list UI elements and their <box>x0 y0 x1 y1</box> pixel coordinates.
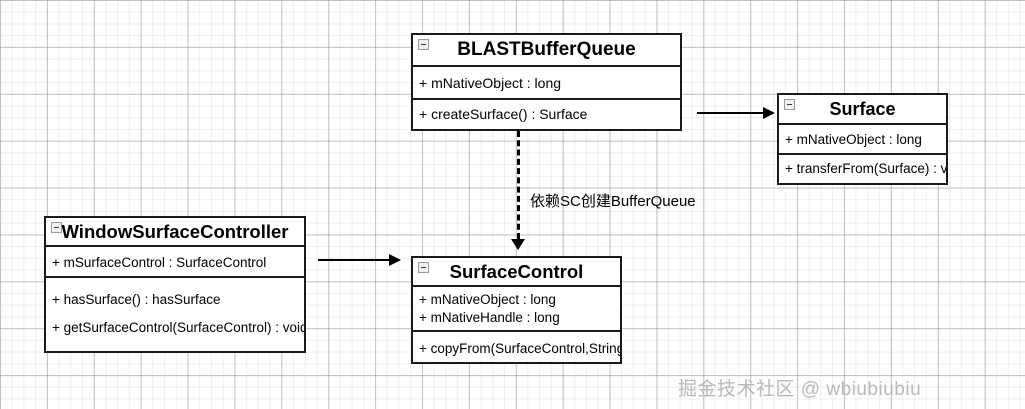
connector-line-dashed <box>517 131 520 239</box>
arrow-head-icon <box>511 239 525 250</box>
class-operation: + createSurface() : Surface <box>419 106 588 122</box>
connector-line <box>318 259 391 261</box>
collapse-minus-icon[interactable] <box>418 262 429 273</box>
arrow-head-icon <box>389 254 401 266</box>
class-header-surface-control: SurfaceControl <box>413 258 620 287</box>
class-operations-window-surface-controller: + hasSurface() : hasSurface + getSurface… <box>46 278 304 351</box>
class-attribute: + mNativeObject : long <box>419 292 556 307</box>
class-attributes-surface: + mNativeObject : long <box>779 125 946 155</box>
class-title: SurfaceControl <box>449 260 584 282</box>
connector-line <box>697 112 765 114</box>
class-attribute: + mNativeHandle : long <box>419 310 560 325</box>
class-attributes-blast-buffer-queue: + mNativeObject : long <box>413 67 680 100</box>
class-attribute: + mNativeObject : long <box>419 75 562 91</box>
class-header-window-surface-controller: WindowSurfaceController <box>46 218 304 247</box>
class-box-window-surface-controller[interactable]: WindowSurfaceController + mSurfaceContro… <box>44 216 306 353</box>
connector-label: 依赖SC创建BufferQueue <box>530 193 696 210</box>
class-header-blast-buffer-queue: BLASTBufferQueue <box>413 35 680 67</box>
class-operation: + hasSurface() : hasSurface <box>52 292 221 307</box>
class-attribute: + mSurfaceControl : SurfaceControl <box>52 255 267 270</box>
class-title: WindowSurfaceController <box>61 220 289 242</box>
class-attributes-surface-control: + mNativeObject : long + mNativeHandle :… <box>413 287 620 332</box>
collapse-minus-icon[interactable] <box>784 99 795 110</box>
class-operation: + getSurfaceControl(SurfaceControl) : vo… <box>52 320 304 335</box>
class-operation: + copyFrom(SurfaceControl,String) <box>419 341 620 356</box>
class-title: Surface <box>829 98 896 119</box>
arrow-head-icon <box>763 107 775 119</box>
class-box-blast-buffer-queue[interactable]: BLASTBufferQueue + mNativeObject : long … <box>411 33 682 131</box>
collapse-minus-icon[interactable] <box>418 39 429 50</box>
class-operations-blast-buffer-queue: + createSurface() : Surface <box>413 100 680 129</box>
class-attributes-window-surface-controller: + mSurfaceControl : SurfaceControl <box>46 247 304 278</box>
class-operations-surface-control: + copyFrom(SurfaceControl,String) <box>413 332 620 362</box>
class-header-surface: Surface <box>779 95 946 125</box>
class-operation: + transferFrom(Surface) : vo <box>785 161 946 176</box>
class-box-surface-control[interactable]: SurfaceControl + mNativeObject : long + … <box>411 256 622 364</box>
class-title: BLASTBufferQueue <box>457 39 636 60</box>
class-operations-surface: + transferFrom(Surface) : vo <box>779 155 946 183</box>
class-attribute: + mNativeObject : long <box>785 132 922 147</box>
class-box-surface[interactable]: Surface + mNativeObject : long + transfe… <box>777 93 948 185</box>
watermark: 掘金技术社区 @ wbiubiubiu <box>678 379 922 400</box>
collapse-minus-icon[interactable] <box>51 222 62 233</box>
